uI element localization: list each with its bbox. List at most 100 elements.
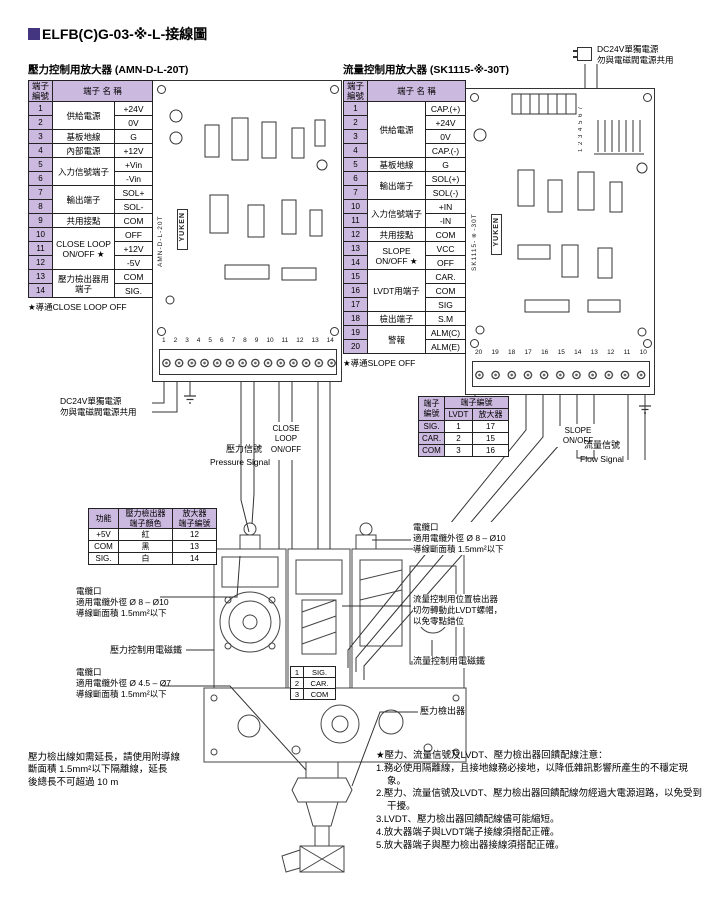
table-cell: 1 — [28, 101, 53, 117]
table-cell: 0V — [424, 129, 467, 145]
cell: 5 — [208, 337, 212, 344]
table-cell: SIG. — [418, 420, 445, 433]
cell: 4 — [196, 337, 201, 344]
cell: 5.放大器端子與壓力檢出器接線須搭配正確。 — [376, 839, 565, 851]
table-cell: COM — [88, 540, 119, 554]
mounting-hole-icon — [470, 339, 479, 348]
right-terminal-strip — [472, 361, 650, 387]
table-cell: 供給電源 — [52, 101, 115, 131]
cell: 13 — [311, 337, 319, 344]
table-cell: 17 — [343, 297, 368, 313]
table-cell: ALM(C) — [424, 325, 467, 341]
table-cell: 12 — [172, 528, 217, 542]
left-amp-title: 壓力控制用放大器 (AMN-D-L-20T) — [28, 64, 189, 76]
table-cell: CLOSE LOOP ON/OFF ★ — [52, 227, 115, 271]
left-board-brand: YUKEN — [177, 209, 188, 250]
table-cell: 5 — [28, 157, 53, 173]
table-cell: 供給電源 — [367, 101, 426, 159]
table-cell: COM — [418, 444, 445, 457]
right-amp-footnote: ★導通SLOPE OFF — [343, 358, 416, 369]
table-cell: 2 — [28, 115, 53, 131]
table-cell: CAP.(-) — [424, 143, 467, 159]
mounting-hole-icon — [643, 93, 652, 102]
cell: 10 — [639, 349, 647, 356]
cell: 11 — [281, 337, 289, 344]
pressure-signal-zh: 壓力信號 — [226, 444, 263, 454]
table-cell: +12V — [113, 241, 154, 257]
table-cell: 20 — [343, 339, 368, 355]
cell: 3.LVDT、壓力檢出器回饋配線儘可能縮短。 — [376, 814, 560, 826]
lvdt-position-detector-note: 流量控制用位置檢出器 切勿轉動此LVDT螺帽， 以免零點錯位 — [413, 594, 503, 628]
table-cell: SIG — [424, 297, 467, 313]
cell: 7 — [231, 337, 236, 344]
power-plug-icon — [573, 47, 592, 61]
table-cell: CAR. — [303, 677, 336, 689]
cell: 18 — [508, 349, 516, 356]
cable-gland-note-bottom: 電纜口 適用電纜外徑 Ø 4.5 – Ø7 導線斷面積 1.5mm²以下 — [76, 667, 171, 700]
table-cell: 共用接點 — [52, 213, 115, 229]
mounting-hole-icon — [157, 327, 166, 336]
title-square-icon — [28, 28, 40, 40]
cell: 13 — [590, 349, 598, 356]
table-cell: +5V — [88, 528, 119, 542]
table-cell: COM — [424, 227, 467, 243]
table-cell: +12V — [113, 143, 154, 159]
cell: 8 — [243, 337, 247, 344]
table-cell: 0V — [113, 115, 154, 131]
table-cell: LVDT — [444, 408, 473, 421]
table-cell: 警報 — [367, 325, 426, 355]
table-cell: 內部電源 — [52, 143, 115, 159]
table-cell: 白 — [118, 552, 173, 566]
table-cell: SIG. — [113, 283, 154, 299]
table-cell: LVDT用端子 — [367, 269, 426, 313]
table-cell: COM — [303, 688, 336, 700]
table-cell: 13 — [172, 540, 217, 554]
table-cell: SOL(-) — [424, 185, 467, 201]
table-cell: 13 — [28, 269, 53, 285]
wiring-warning-notes: ★壓力、流量信號及LVDT、壓力檢出器回饋配線注意： 1.務必使用隔離線，且接地… — [376, 750, 702, 853]
right-board-brand: YUKEN — [491, 214, 502, 255]
page-title-text: ELFB(C)G-03-※-L-接線圖 — [42, 26, 208, 42]
table-cell: -IN — [424, 213, 467, 229]
table-cell: 12 — [28, 255, 53, 271]
table-cell: +Vin — [113, 157, 154, 173]
table-cell: 14 — [28, 283, 53, 299]
right-board-model-label: SK1115-※-30T — [471, 213, 478, 271]
warning-items: 1.務必使用隔離線，且接地線務必接地，以降低雜訊影響所產生的不穩定現象。2.壓力… — [376, 763, 702, 853]
table-cell: 基板地線 — [52, 129, 115, 145]
table-cell: 壓力檢出器用 端子 — [52, 269, 115, 299]
table-cell: COM — [424, 283, 467, 299]
table-cell: OFF — [424, 255, 467, 271]
table-cell: COM — [113, 213, 154, 229]
table-cell: 壓力檢出器 端子顏色 — [118, 507, 173, 530]
table-cell: S.M — [424, 311, 467, 327]
close-loop-label: CLOSE LOOP ON/OFF — [262, 424, 310, 456]
mounting-hole-icon — [330, 85, 339, 94]
table-cell: SIG. — [303, 666, 336, 678]
table-cell: 端子 名 稱 — [51, 79, 154, 103]
cell: 17 — [524, 349, 532, 356]
table-cell: 入力信號端子 — [367, 199, 426, 229]
table-cell: 5 — [343, 157, 368, 173]
table-cell: +IN — [424, 199, 467, 215]
cell: 2.壓力、流量信號及LVDT、壓力檢出器回饋配線勿經過大電源迴路，以免受到干擾。 — [376, 788, 703, 813]
flow-solenoid-label: 流量控制用電磁鐵 — [413, 656, 486, 668]
table-cell: 8 — [28, 199, 53, 215]
cell: 20 — [475, 349, 483, 356]
table-cell: 16 — [472, 444, 509, 457]
cell: 10 — [266, 337, 274, 344]
left-amp-footnote: ★導通CLOSE LOOP OFF — [28, 302, 127, 313]
table-cell: 13 — [343, 241, 368, 257]
dc24v-note-left: DC24V單獨電源 勿與電磁閥電源共用 — [60, 396, 137, 418]
table-cell: SIG. — [88, 552, 119, 566]
table-cell: 端子 編號 — [28, 79, 53, 103]
table-cell: 10 — [28, 227, 53, 243]
table-cell: 14 — [343, 255, 368, 271]
table-cell: 放大器 端子編號 — [172, 507, 217, 530]
